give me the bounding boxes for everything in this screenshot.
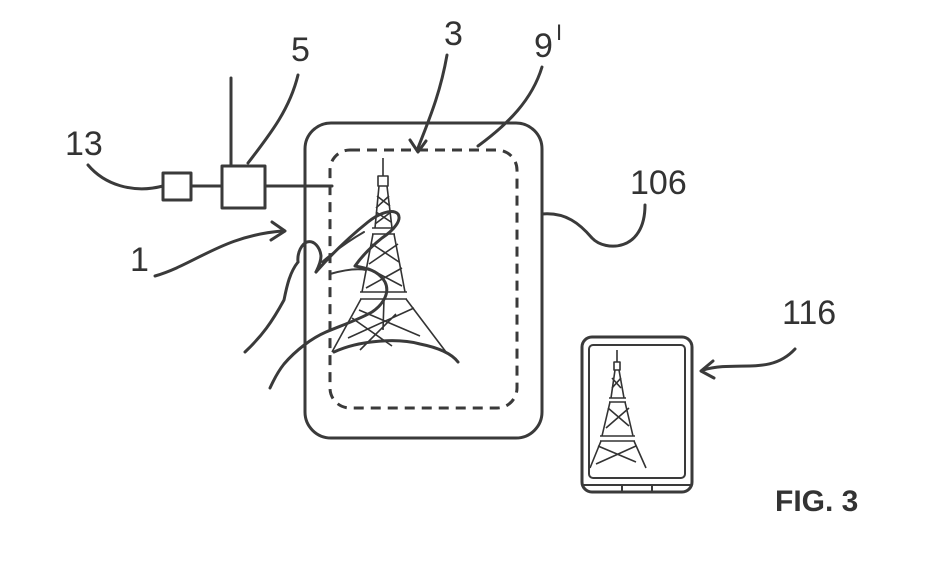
leader-9 xyxy=(476,65,544,148)
label-13: 13 xyxy=(65,125,103,163)
device-116-housing xyxy=(580,335,694,494)
eiffel-tower-thumbnail xyxy=(589,350,647,469)
label-1: 1 xyxy=(130,241,149,279)
arrowhead-3 xyxy=(408,138,428,154)
leader-106 xyxy=(540,203,647,248)
arrowhead-1 xyxy=(269,220,287,242)
component-13 xyxy=(161,171,193,202)
leader-1-arrow xyxy=(153,229,284,278)
figure-caption: FIG. 3 xyxy=(775,485,858,518)
component-5 xyxy=(220,76,267,210)
label-9-prime: I xyxy=(556,20,562,45)
label-116: 116 xyxy=(782,294,836,332)
leader-116-arrow xyxy=(701,347,797,372)
leader-3-arrow xyxy=(416,53,449,150)
device-116-screen xyxy=(588,344,686,479)
eiffel-tower-image xyxy=(331,158,460,364)
display-area-9 xyxy=(328,148,519,410)
label-5: 5 xyxy=(291,31,310,69)
leader-5 xyxy=(246,73,300,165)
leader-13 xyxy=(86,163,165,191)
label-3: 3 xyxy=(444,15,463,53)
arrowhead-116 xyxy=(699,359,716,380)
hand xyxy=(243,210,401,390)
device-106-housing xyxy=(303,121,544,440)
label-106: 106 xyxy=(630,164,687,202)
label-9: 9 xyxy=(534,27,553,65)
